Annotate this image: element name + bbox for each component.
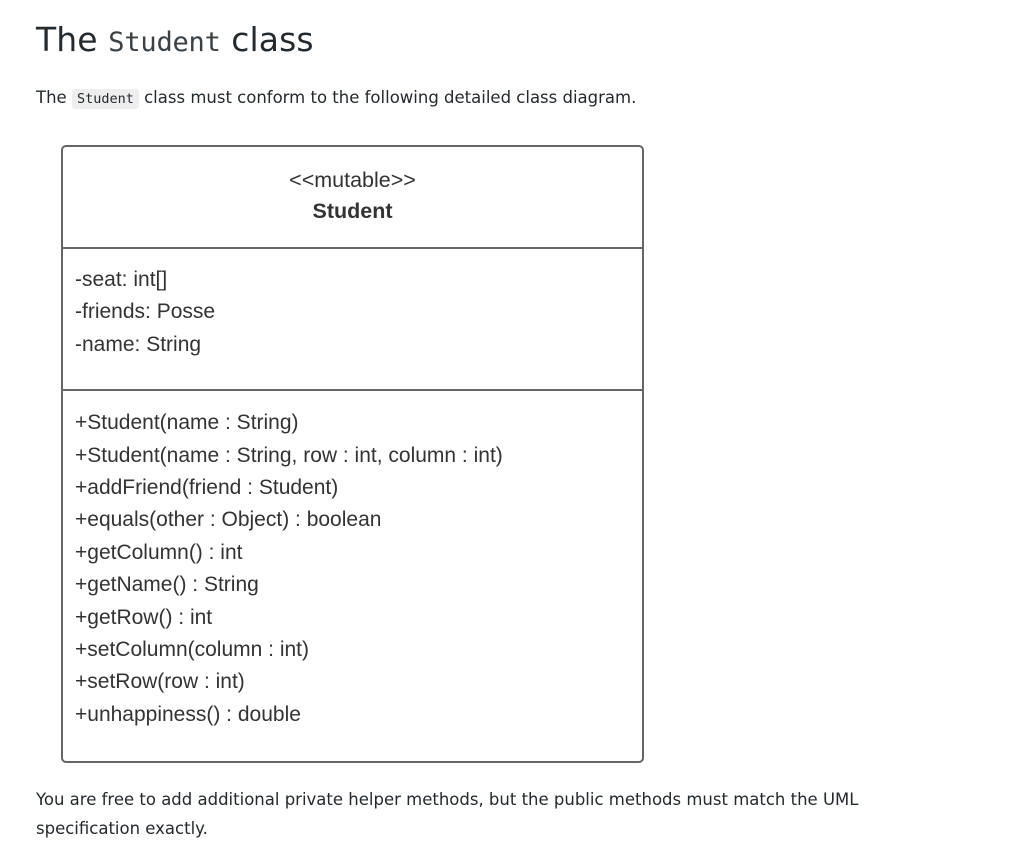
uml-diagram-container: <<mutable>> Student -seat: int[] -friend… [36,145,988,764]
uml-class-box: <<mutable>> Student -seat: int[] -friend… [61,145,644,764]
uml-header-compartment: <<mutable>> Student [63,147,642,247]
uml-operations-compartment: +Student(name : String) +Student(name : … [63,389,642,761]
uml-operation: +getColumn() : int [75,540,243,564]
document-page: The Student class The Student class must… [36,0,988,839]
uml-operation: +getName() : String [75,573,259,597]
outro-paragraph: You are free to add additional private h… [36,790,859,839]
intro-suffix: class must conform to the following deta… [144,88,637,107]
uml-attribute: -friends: Posse [75,300,216,324]
uml-operation: +unhappiness() : double [75,702,301,726]
uml-operation: +getRow() : int [75,605,213,629]
uml-operation: +equals(other : Object) : boolean [75,508,382,532]
uml-operation: +setRow(row : int) [75,670,245,694]
page-title-code: Student [108,27,221,58]
intro-prefix: The [36,88,67,107]
uml-attribute: -name: String [75,332,202,356]
uml-stereotype: <<mutable>> [289,168,416,192]
intro-paragraph: The Student class must conform to the fo… [36,85,988,112]
uml-operation: +Student(name : String, row : int, colum… [75,443,503,467]
uml-attributes-compartment: -seat: int[] -friends: Posse -name: Stri… [63,247,642,389]
uml-attribute: -seat: int[] [75,268,168,291]
page-title-suffix: class [231,20,314,59]
inline-code-student: Student [71,89,139,109]
uml-operation: +Student(name : String) [75,411,299,435]
page-title-prefix: The [36,20,98,59]
uml-operation: +setColumn(column : int) [75,638,310,662]
page-title: The Student class [36,0,988,67]
uml-operation: +addFriend(friend : Student) [75,476,339,500]
uml-class-name: Student [312,199,393,223]
